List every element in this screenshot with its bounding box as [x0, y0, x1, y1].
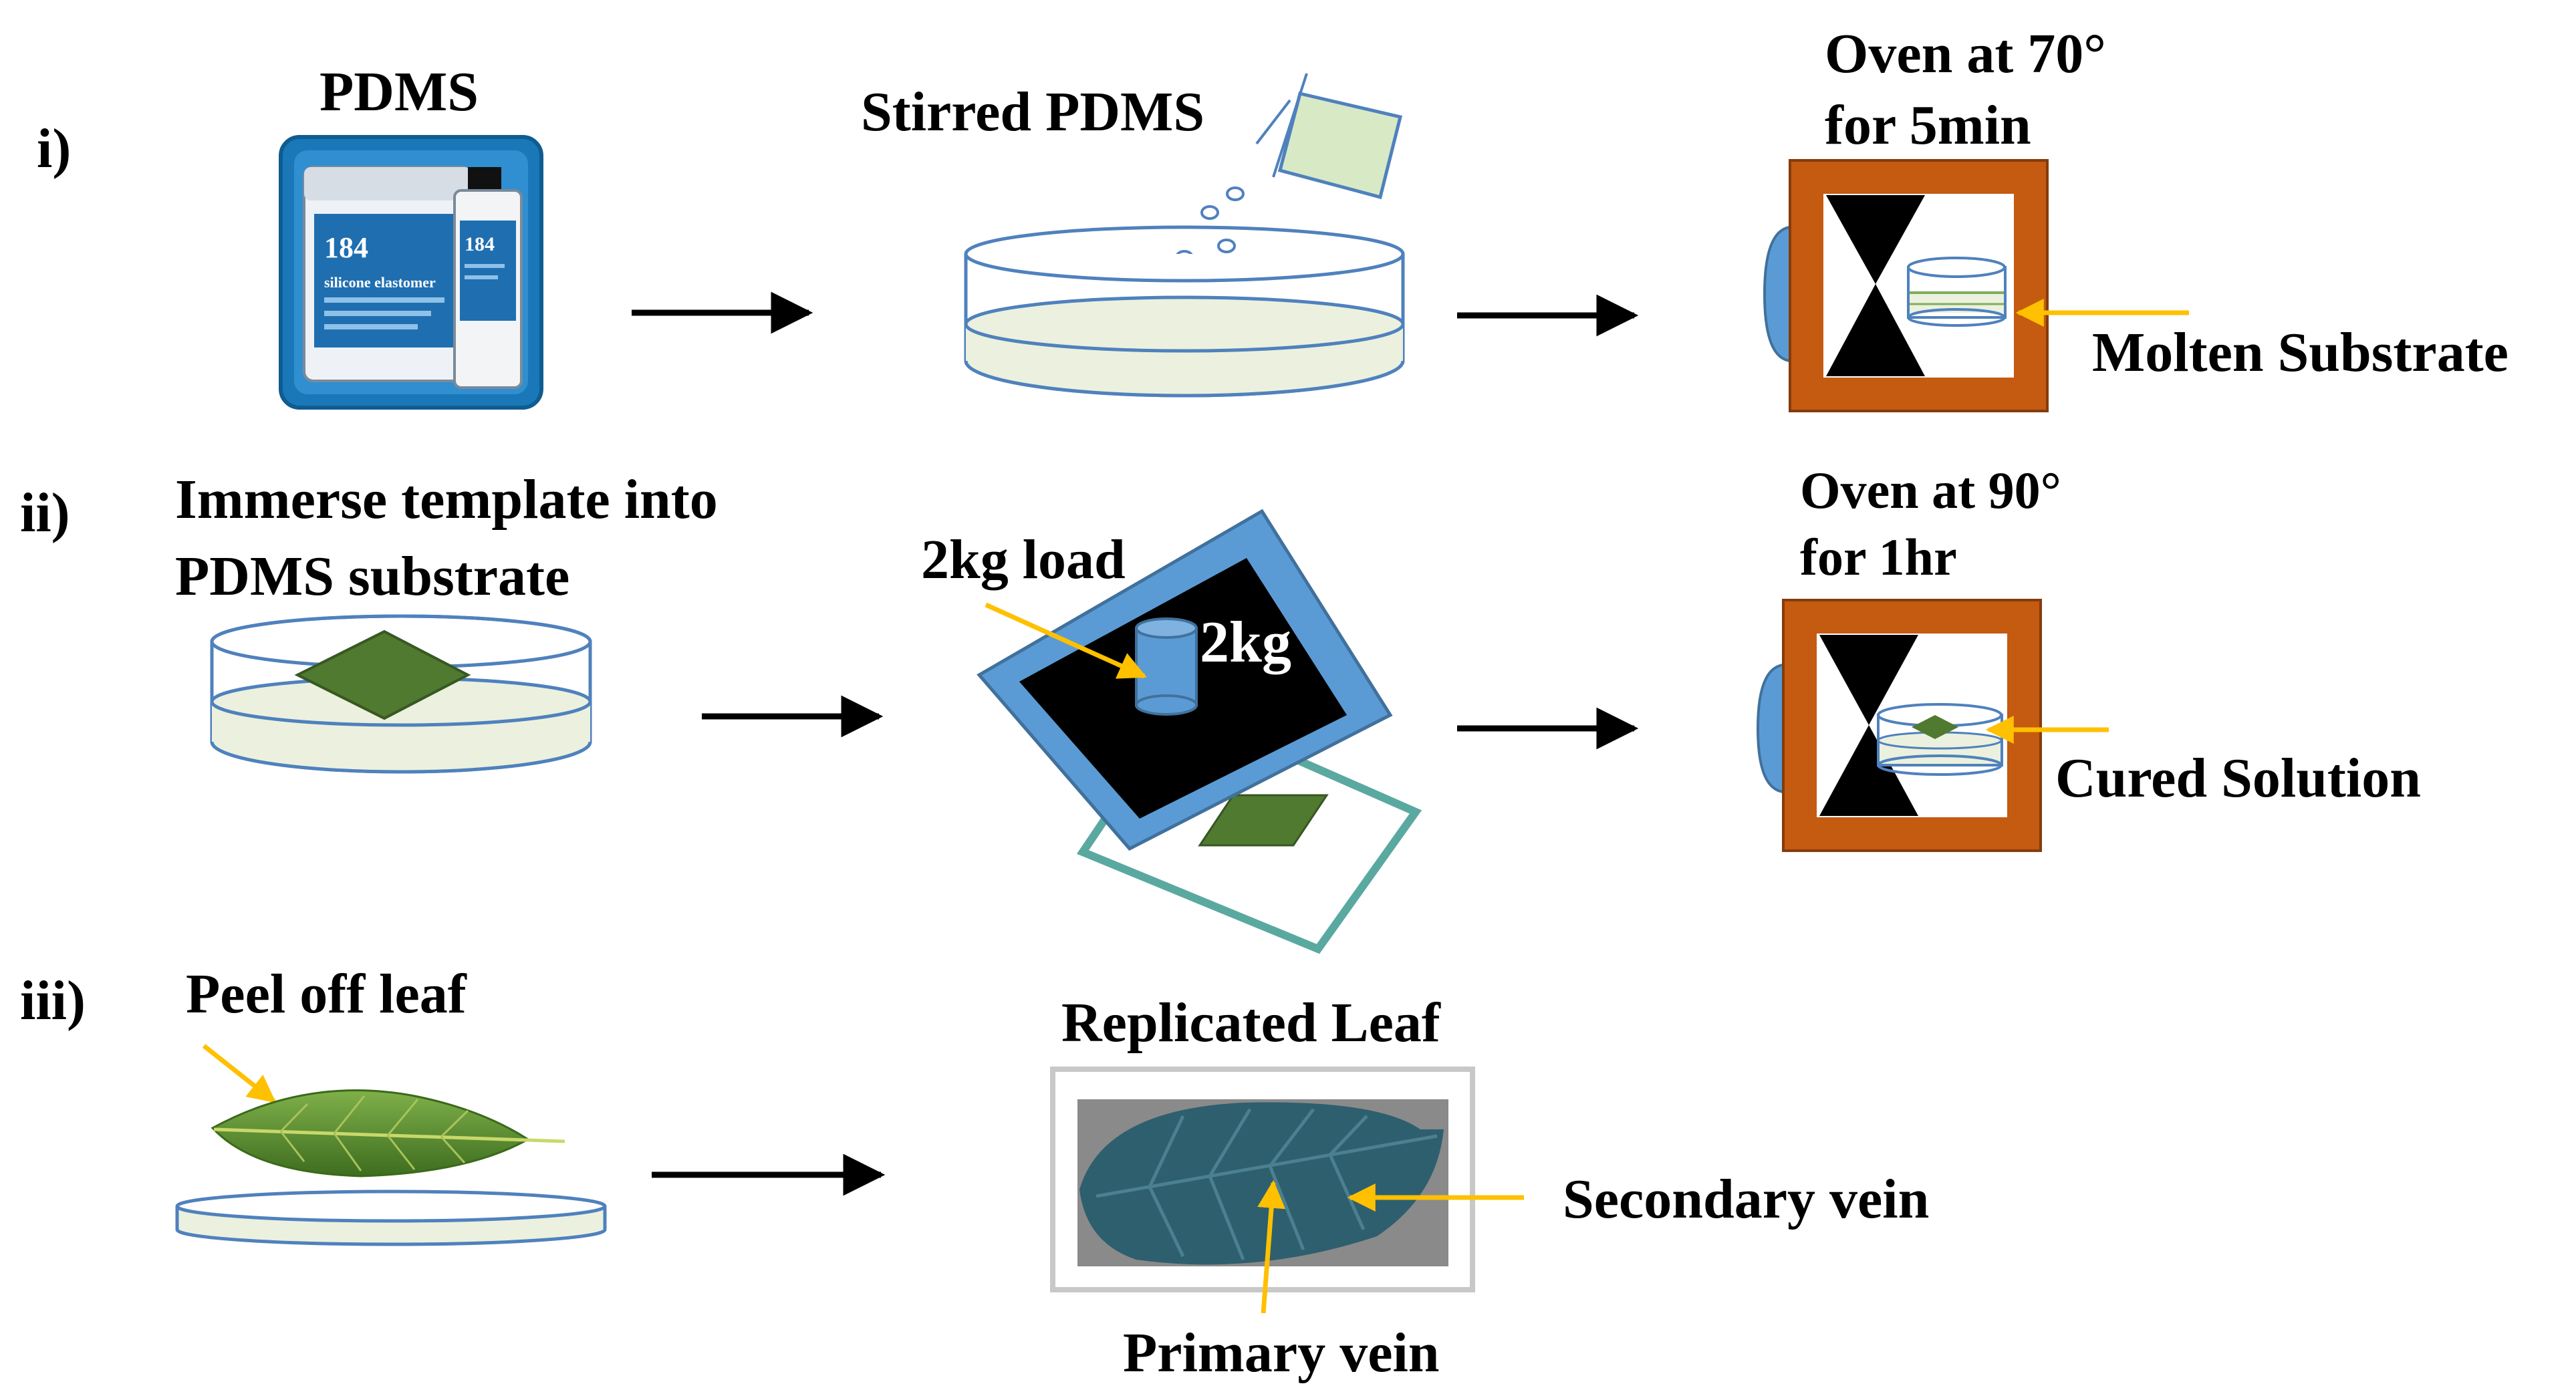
load-pointer [985, 602, 1147, 679]
oven-70-label-line2: for 5min [1825, 94, 2031, 156]
petri-dish-template [210, 614, 592, 774]
silicone-jar: 184 silicone elastomer [303, 166, 473, 382]
weighted-press: 2kg [977, 509, 1422, 954]
leaf-template-shape [294, 629, 471, 720]
immerse-label-line2: PDMS substrate [175, 545, 569, 607]
row-iii: iii) Peel off leaf Replicated Leaf [20, 963, 1929, 1384]
row-ii-label: ii) [20, 482, 70, 544]
replicated-leaf-label: Replicated Leaf [1061, 992, 1441, 1054]
oven-knob [1756, 663, 1785, 794]
primary-vein-label: Primary vein [1123, 1322, 1440, 1384]
row-iii-label: iii) [20, 970, 86, 1032]
pouring-cup [1255, 73, 1403, 200]
weight-label: 2kg [1200, 610, 1291, 675]
jar-brand-text: 184 [324, 231, 368, 264]
natural-leaf [211, 1089, 565, 1177]
immerse-label-line1: Immerse template into [175, 468, 718, 531]
oven-hourglass [1826, 195, 1925, 376]
row-i: i) PDMS 184 silicone elastomer 184 [37, 23, 2508, 412]
pdms-kit-photo: 184 silicone elastomer 184 [279, 135, 543, 410]
molten-substrate-label: Molten Substrate [2092, 321, 2508, 384]
petri-dish-stirred [964, 225, 1405, 398]
peel-off-label: Peel off leaf [186, 963, 467, 1025]
jar-label-text: silicone elastomer [324, 274, 436, 291]
pdms-title: PDMS [319, 61, 479, 123]
replicated-leaf-frame [1050, 1067, 1475, 1292]
oven-90-label-line1: Oven at 90° [1800, 461, 2061, 519]
cured-solution-label: Cured Solution [2055, 747, 2421, 809]
stirred-pdms-label: Stirred PDMS [861, 81, 1204, 143]
primary-vein-pointer [1257, 1179, 1286, 1314]
oven-70-label-line1: Oven at 70° [1825, 23, 2106, 85]
row-ii: ii) Immerse template into PDMS substrate [20, 461, 2421, 954]
petri-dish-base [175, 1189, 607, 1246]
secondary-vein-label: Secondary vein [1563, 1168, 1929, 1230]
cured-solution-dish [1877, 703, 2003, 776]
oven-90 [1756, 599, 2042, 852]
molten-substrate-dish [1907, 257, 2007, 327]
row-i-label: i) [37, 118, 71, 180]
oven-70 [1763, 159, 2049, 412]
oven-90-label-line2: for 1hr [1800, 528, 1957, 586]
replica-veins [1096, 1108, 1438, 1260]
template-under-press [1198, 794, 1329, 847]
curing-agent-bottle: 184 [453, 167, 523, 389]
peel-pointer [202, 1044, 277, 1103]
load-label: 2kg load [921, 529, 1126, 591]
bottle-brand-text: 184 [465, 233, 495, 255]
weight-cylinder [1135, 617, 1198, 716]
oven-knob [1763, 225, 1791, 363]
